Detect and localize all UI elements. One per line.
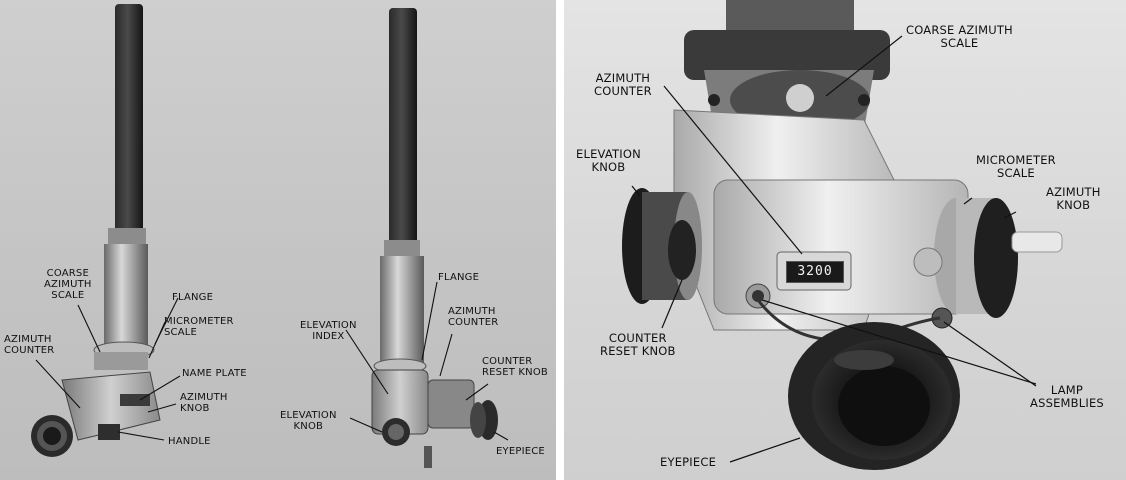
right-photo-panel: 3200 COARSE AZIMUTH SCALE AZIMUTH COUNTE… (564, 0, 1126, 480)
label-micrometer-scale: MICROMETER SCALE (164, 316, 234, 338)
body-shaft (104, 244, 148, 350)
label-eyepiece-right: EYEPIECE (660, 455, 717, 469)
right-leader-lines (631, 35, 1037, 463)
label-elevation-knob-right: ELEVATION KNOB (576, 147, 641, 174)
instrument-housing (61, 371, 161, 441)
label-azimuth-knob-right: AZIMUTH KNOB (1046, 185, 1101, 212)
right-instrument-closeup (622, 0, 1063, 470)
label-flange: FLANGE (172, 292, 214, 303)
label-coarse-azimuth-scale: COARSE AZIMUTH SCALE (44, 268, 92, 301)
instrument-view-2 (371, 8, 498, 468)
label-elevation-index: ELEVATION INDEX (300, 320, 357, 342)
azimuth-counter-display: 3200 (786, 261, 844, 283)
label-azimuth-knob: AZIMUTH KNOB (180, 392, 228, 414)
label-counter-reset-knob: COUNTER RESET KNOB (482, 356, 548, 378)
label-azimuth-counter: AZIMUTH COUNTER (4, 334, 55, 356)
label-name-plate: NAME PLATE (182, 368, 247, 379)
label-counter-reset-knob-right: COUNTER RESET KNOB (600, 331, 676, 358)
telescope-tube (115, 4, 143, 232)
left-leader-lines (35, 281, 509, 441)
left-photo-panel: COARSE AZIMUTH SCALE FLANGE MICROMETER S… (0, 0, 556, 480)
label-flange-2: FLANGE (438, 272, 480, 283)
label-eyepiece-2: EYEPIECE (496, 446, 545, 457)
label-azimuth-counter-right: AZIMUTH COUNTER (594, 71, 652, 98)
handle (98, 424, 120, 440)
instrument-view-1 (31, 4, 161, 457)
azimuth-knob-dial (974, 198, 1018, 318)
label-coarse-azimuth-scale-right: COARSE AZIMUTH SCALE (906, 23, 1013, 50)
label-micrometer-scale-right: MICROMETER SCALE (976, 153, 1056, 180)
counter-reset-knob (668, 220, 696, 280)
label-handle: HANDLE (168, 436, 211, 447)
label-elevation-knob-2: ELEVATION KNOB (280, 410, 337, 432)
left-instrument-drawings (31, 4, 509, 468)
azimuth-knob-shaft (1011, 231, 1063, 253)
upper-flange (684, 30, 890, 80)
telescope-tube-2 (389, 8, 417, 244)
label-lamp-assemblies: LAMP ASSEMBLIES (1030, 383, 1104, 410)
label-azimuth-counter-2: AZIMUTH COUNTER (448, 306, 499, 328)
